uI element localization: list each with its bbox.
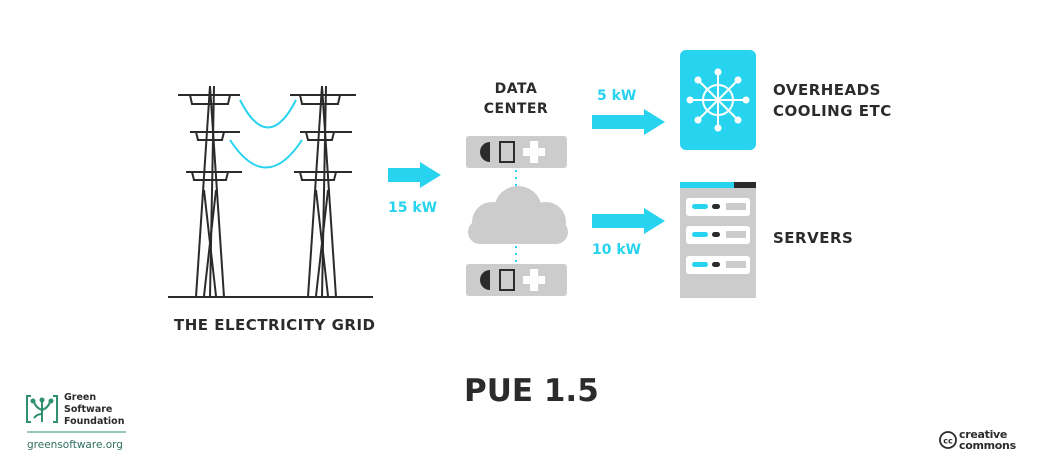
server-power-label: 10 kW <box>592 242 642 258</box>
org-name-line1: Green <box>64 392 97 403</box>
rack-unit-3 <box>686 256 750 274</box>
overhead-label-line2: COOLING ETC <box>773 102 892 120</box>
overhead-label-line1: OVERHEADS <box>773 81 881 99</box>
rack-unit-1 <box>686 198 750 216</box>
power-cable-lower <box>229 139 303 169</box>
datacenter-label-line1: DATA <box>494 81 538 97</box>
org-name-line2: Software <box>64 404 113 415</box>
license-line1: creative <box>959 428 1008 441</box>
website-link[interactable]: greensoftware.org <box>27 439 123 451</box>
servers-label: SERVERS <box>773 229 854 247</box>
input-power-label: 15 kW <box>388 200 438 216</box>
left-pylon <box>178 85 242 298</box>
grid-label: THE ELECTRICITY GRID <box>174 316 376 334</box>
overhead-power-label: 5 kW <box>597 88 637 104</box>
rack-unit-2 <box>686 226 750 244</box>
server-unit-top <box>466 136 567 168</box>
datacenter-label: DATA CENTER <box>468 79 564 119</box>
power-cable-upper <box>239 99 297 129</box>
pue-title: PUE 1.5 <box>464 373 599 409</box>
cloud-icon <box>468 186 568 244</box>
license-label: creative commons <box>959 429 1016 451</box>
org-name: Green Software Foundation <box>64 392 124 428</box>
overhead-label: OVERHEADS COOLING ETC <box>773 80 892 122</box>
datacenter-label-line2: CENTER <box>483 101 549 117</box>
svg-text:cc: cc <box>943 437 953 446</box>
server-unit-bottom <box>466 264 567 296</box>
org-name-line3: Foundation <box>64 416 125 427</box>
license-line2: commons <box>959 439 1016 452</box>
right-pylon <box>290 85 356 298</box>
